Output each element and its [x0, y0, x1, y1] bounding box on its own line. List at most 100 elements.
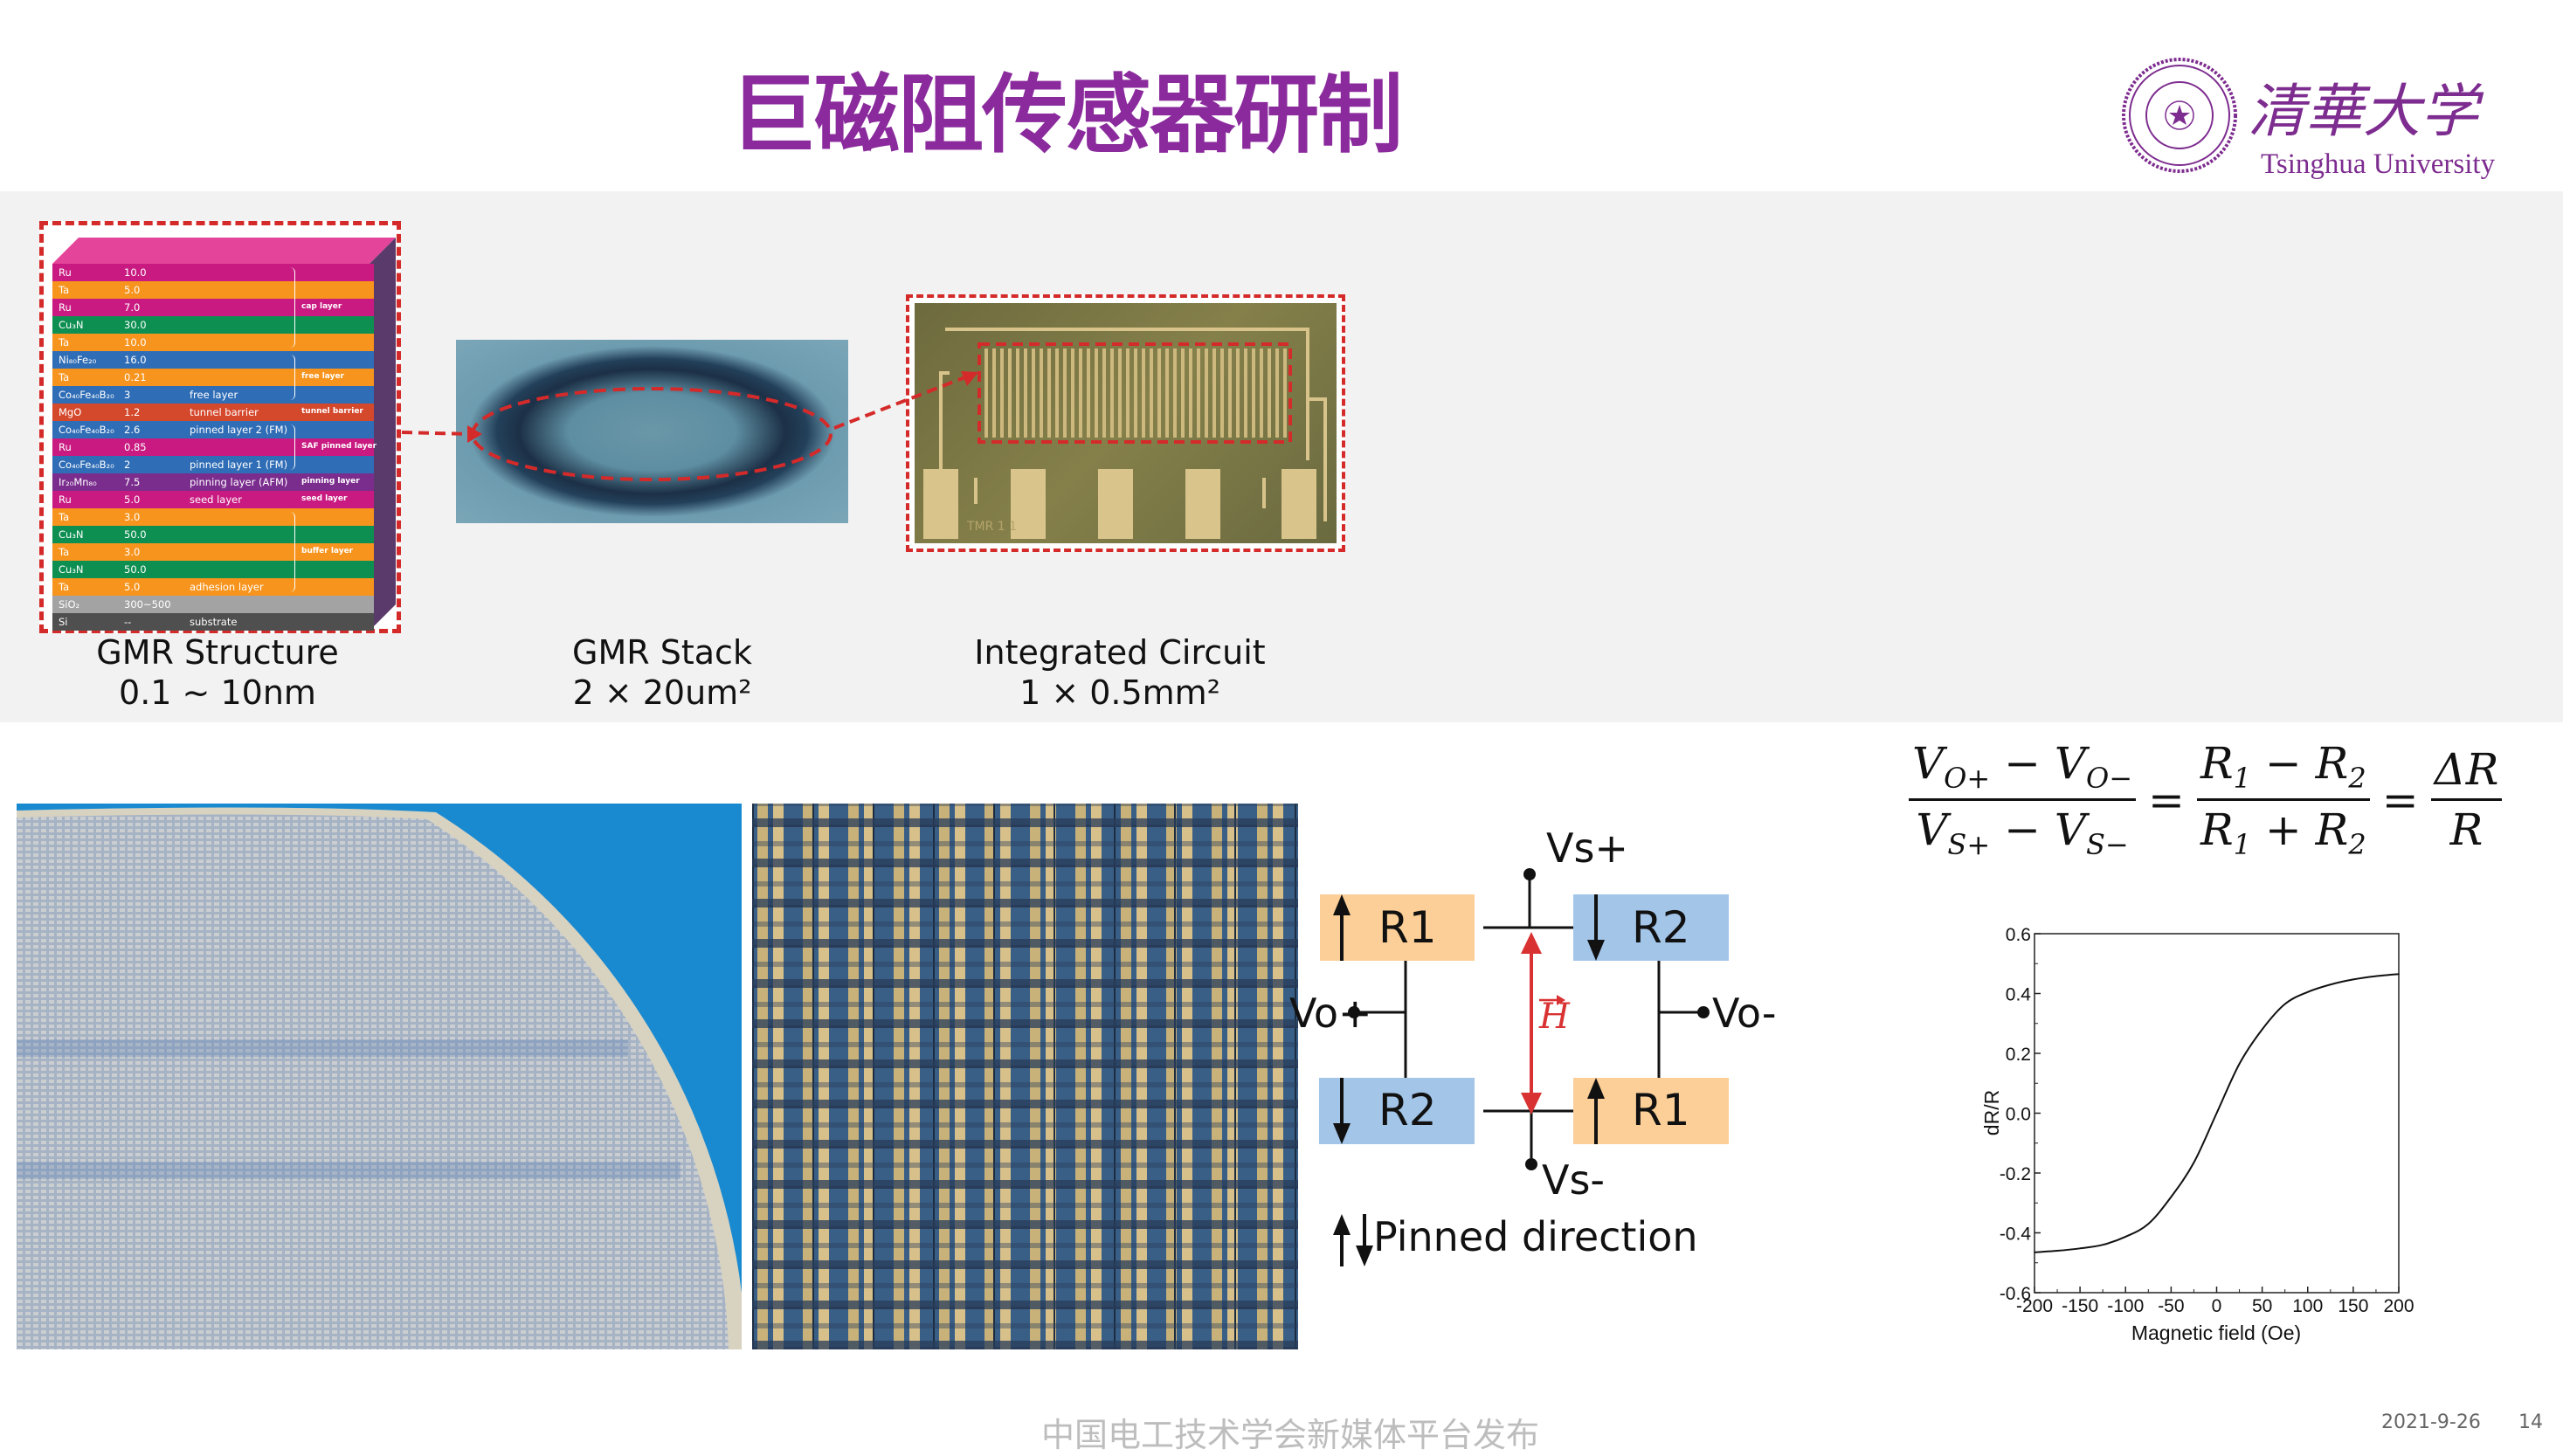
ic-finger: [1024, 348, 1027, 438]
gmr-layer: Ru 0.85: [52, 438, 374, 456]
layer-material: Ta: [59, 371, 70, 383]
fraction-delta-r: ΔR R: [2430, 744, 2503, 855]
layer-role: seed layer: [190, 493, 242, 506]
ic-finger: [1008, 348, 1012, 438]
layer-thickness: 16.0: [124, 354, 147, 366]
layer-thickness: 50.0: [124, 528, 147, 541]
fraction-resistance: R1 − R2 R1 + R2: [2196, 738, 2370, 861]
group-brace: [290, 355, 295, 400]
footer-source: 中国电工技术学会新媒体平台发布: [1041, 1416, 1540, 1454]
stack-highlight-ellipse: [471, 387, 832, 481]
page-number: 14: [2518, 1411, 2543, 1433]
arrow-up-icon: [1333, 894, 1351, 915]
ic-finger: [1126, 348, 1130, 438]
y-tick-label: 0.4: [2006, 985, 2032, 1005]
ic-finger: [1173, 348, 1177, 438]
caption-title: GMR Structure: [96, 633, 339, 672]
x-tick-label: -100: [2107, 1296, 2144, 1316]
layer-role: pinned layer 2 (FM): [190, 424, 288, 436]
bridge-output-formula: VO+ − VO− VS+ − VS− = R1 − R2 R1 + R2 = …: [1909, 738, 2503, 861]
ic-finger: [984, 348, 988, 438]
layer-material: Si: [59, 616, 68, 628]
label-vs-minus: Vs-: [1542, 1156, 1605, 1204]
y-tick-label: 0.6: [2006, 925, 2031, 945]
label-vs-plus: Vs+: [1546, 825, 1628, 872]
caption-title: Integrated Circuit: [974, 633, 1266, 672]
layer-role: substrate: [190, 616, 238, 628]
ic-finger: [1157, 348, 1161, 438]
terminal-vo-minus: [1697, 1006, 1710, 1018]
ic-finger: [1275, 348, 1279, 438]
layer-thickness: 30.0: [124, 319, 147, 331]
y-tick-label: 0.2: [2006, 1045, 2031, 1065]
svg-text:H: H: [1538, 997, 1571, 1037]
logo-text-cn: 清華大学: [2248, 78, 2484, 145]
layer-thickness: 5.0: [124, 581, 141, 593]
ic-finger: [1110, 348, 1114, 438]
layer-thickness: 10.0: [124, 266, 147, 279]
ic-finger: [1055, 348, 1059, 438]
y-tick-label: -0.6: [2000, 1284, 2031, 1304]
layer-group-label: tunnel barrier: [301, 407, 363, 416]
ic-layout: TMR 1 1: [923, 328, 1327, 539]
layer-thickness: 7.5: [124, 476, 141, 488]
layer-thickness: 10.0: [124, 336, 147, 348]
layer-material: Co₄₀Fe₄₀B₂₀: [59, 389, 114, 401]
caption-size: 0.1 ~ 10nm: [119, 673, 316, 712]
caption-size: 2 × 20um²: [572, 673, 752, 712]
gmr-layer: Si--substrate: [52, 613, 374, 631]
layer-thickness: 2: [124, 459, 131, 471]
layer-material: Co₄₀Fe₄₀B₂₀: [59, 424, 114, 436]
layer-thickness: 3.0: [124, 546, 141, 558]
layer-group-label: free layer: [301, 372, 344, 381]
layer-thickness: 5.0: [124, 493, 141, 506]
resistor-r2-top: R2: [1573, 894, 1729, 961]
layer-material: Co₄₀Fe₄₀B₂₀: [59, 459, 114, 471]
page-title: 巨磁阻传感器研制: [730, 66, 1403, 165]
arrow-up-icon: [1333, 1214, 1351, 1235]
resistor-r1-top: R1: [1320, 894, 1475, 961]
layer-group-label: buffer layer: [301, 547, 354, 555]
layer-thickness: 300~500: [124, 598, 171, 611]
layer-material: MgO: [59, 406, 82, 418]
ic-finger: [1079, 348, 1082, 438]
ic-finger: [1165, 348, 1169, 438]
layer-material: Ir₂₀Mn₈₀: [59, 476, 97, 488]
layer-thickness: 0.85: [124, 441, 147, 453]
seal-icon: [2122, 58, 2237, 173]
x-tick-label: 0: [2212, 1296, 2222, 1316]
terminal-vs-plus: [1523, 868, 1536, 880]
layer-thickness: 50.0: [124, 563, 147, 576]
layer-material: Ru: [59, 266, 72, 279]
tsinghua-logo: 清華大学 Tsinghua University: [2122, 58, 2496, 179]
ic-finger: [1197, 348, 1200, 438]
x-tick-label: 50: [2252, 1296, 2272, 1316]
layer-thickness: 1.2: [124, 406, 141, 418]
ic-finger: [1118, 348, 1122, 438]
ic-finger: [1047, 348, 1051, 438]
ic-finger: [1212, 348, 1216, 438]
wheatstone-bridge-diagram: R1 R2 R2 R1 H Vs+ Vs- Vo+ Vo- Pinned dir…: [1289, 825, 1777, 1266]
layer-material: Ta: [59, 284, 70, 296]
caption-gmr-structure: GMR Structure 0.1 ~ 10nm: [34, 632, 401, 713]
ic-finger: [1134, 348, 1137, 438]
gmr-layer: Ta 3.0: [52, 543, 374, 561]
y-tick-label: 0.0: [2006, 1105, 2031, 1125]
layer-role: tunnel barrier: [190, 406, 259, 418]
layer-material: Ru: [59, 441, 72, 453]
caption-gmr-stack: GMR Stack 2 × 20um²: [479, 632, 846, 713]
y-tick-label: -0.4: [2000, 1225, 2032, 1245]
gmr-layer: Ru 10.0: [52, 264, 374, 281]
x-tick-label: 100: [2292, 1296, 2323, 1316]
layer-material: Ta: [59, 546, 70, 558]
group-brace: [290, 424, 295, 470]
layer-thickness: 5.0: [124, 284, 141, 296]
ic-finger: [1220, 348, 1224, 438]
